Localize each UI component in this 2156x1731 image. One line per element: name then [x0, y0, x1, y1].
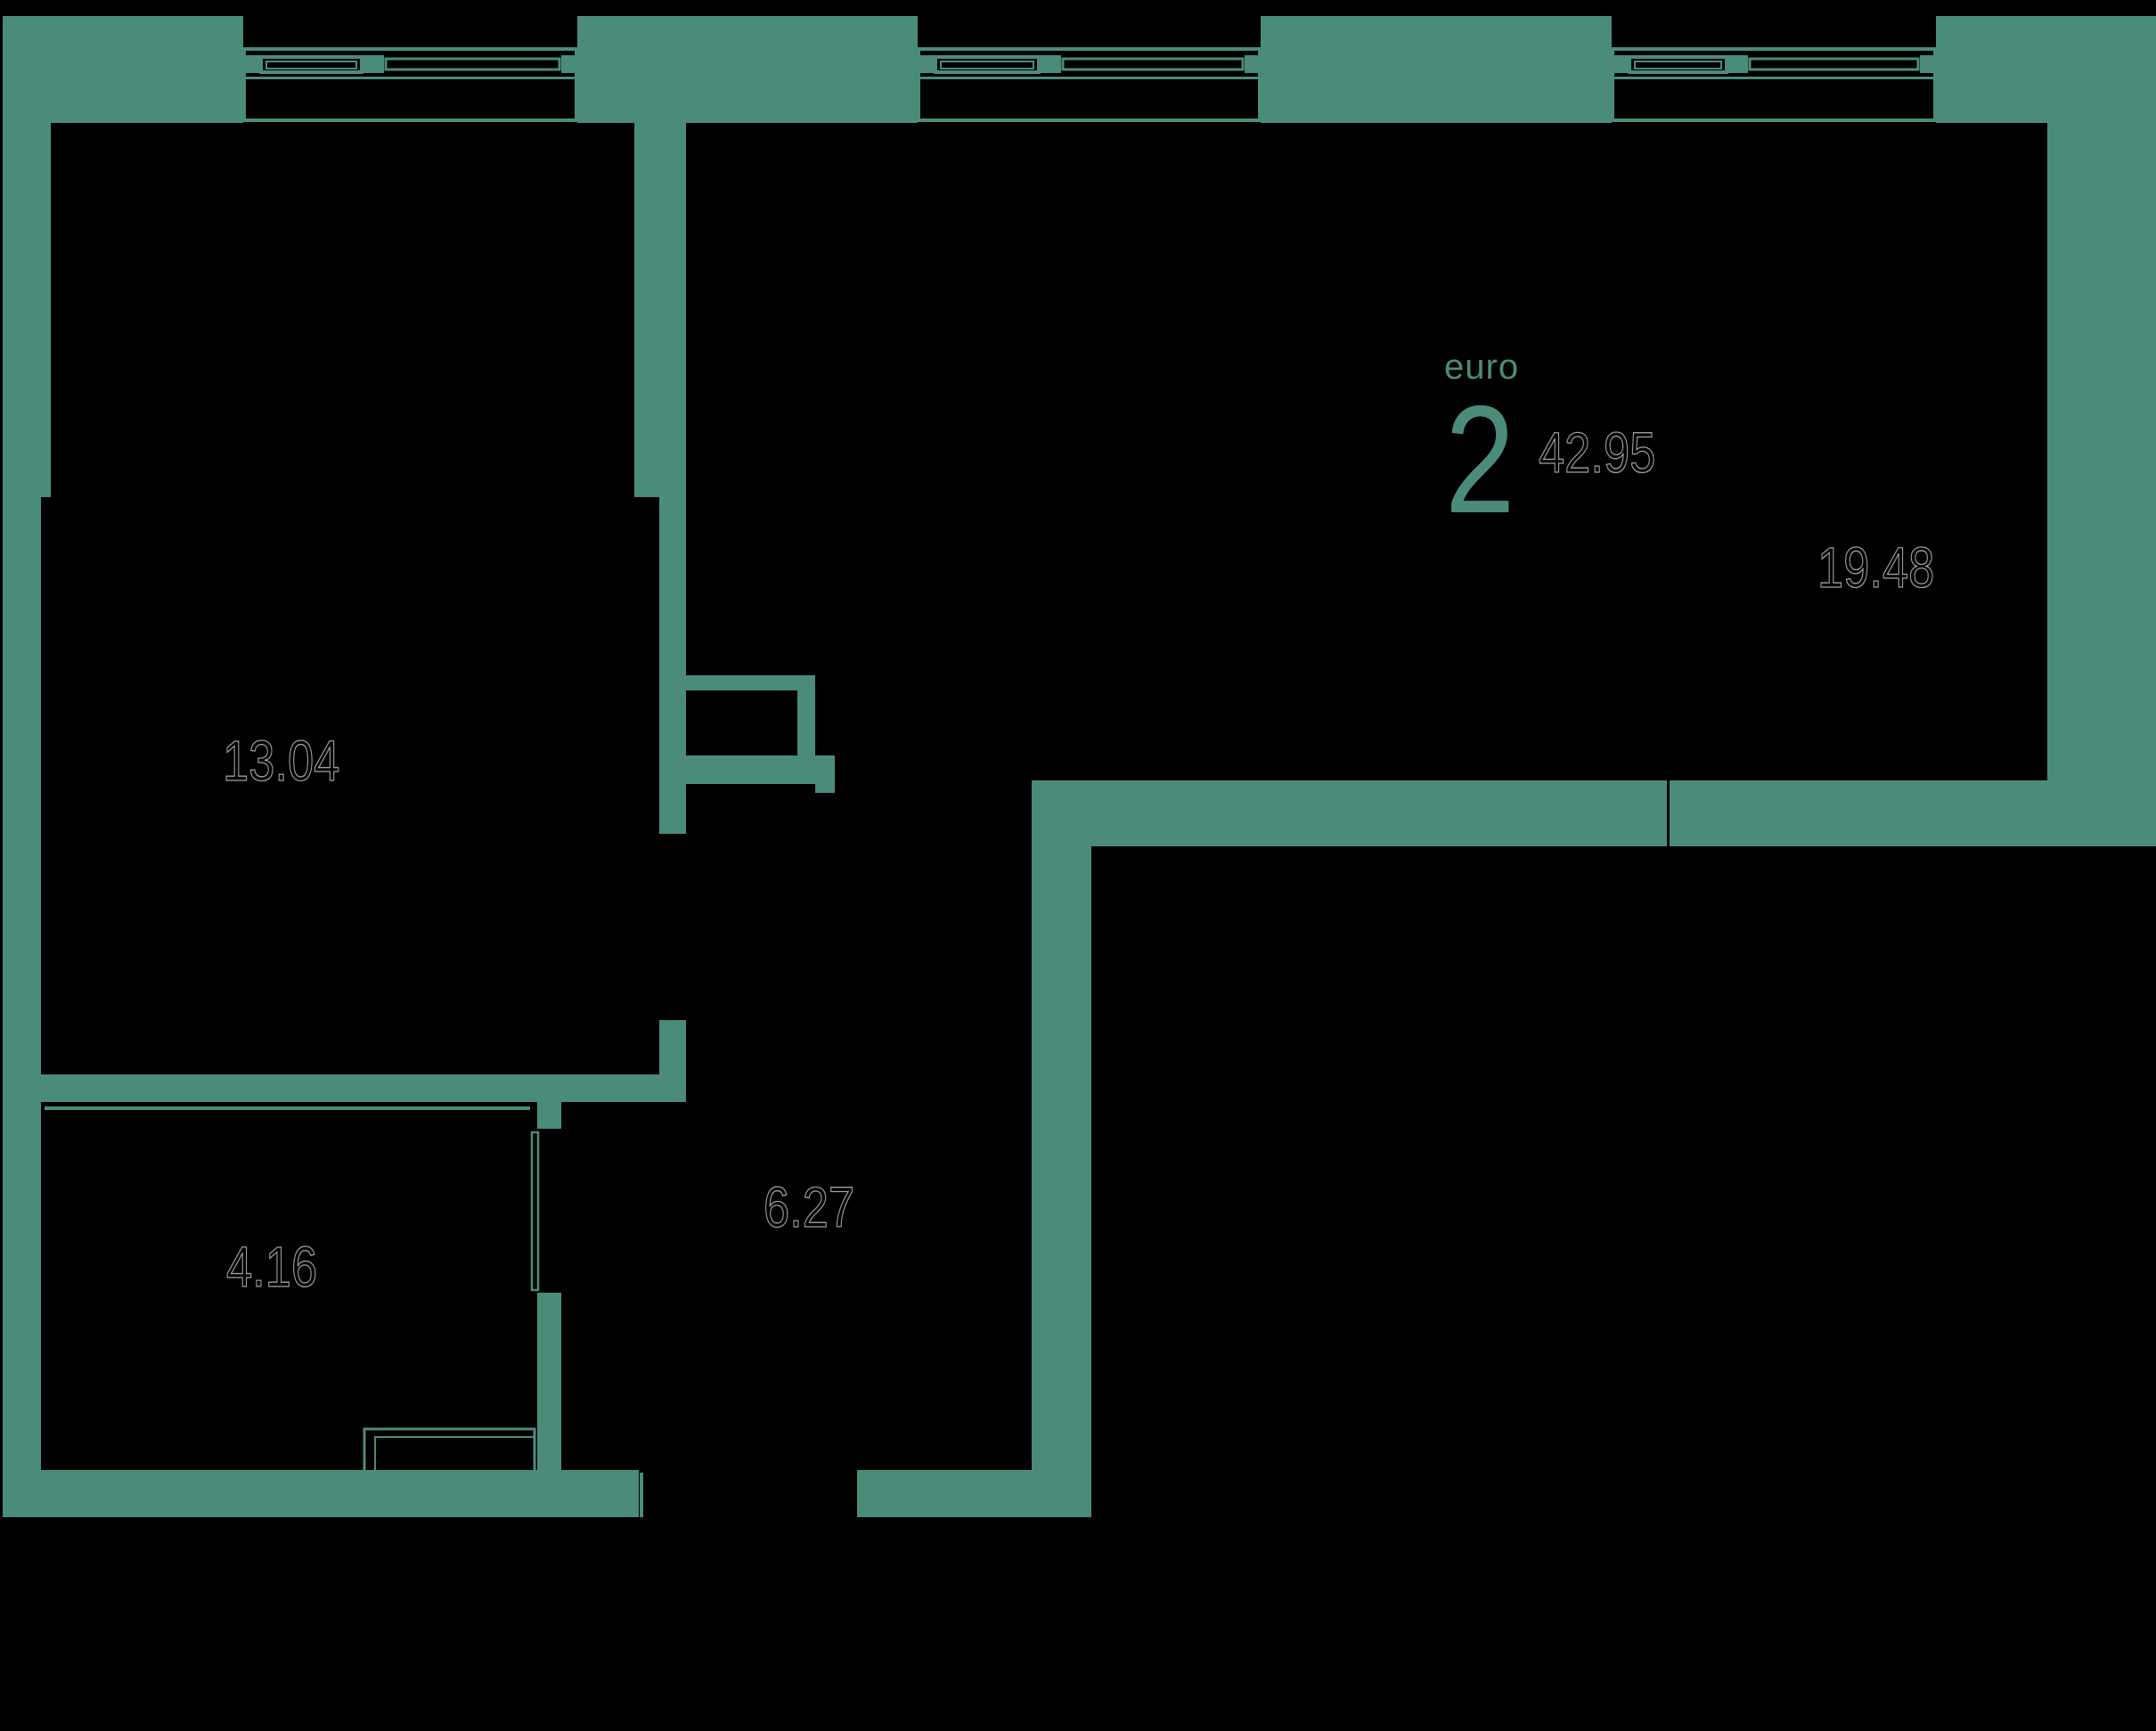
fixture-group	[363, 1427, 536, 1474]
room-area-hallway: 6.27	[763, 1175, 855, 1239]
shaft-group	[673, 675, 815, 755]
room-area-bedroom: 13.04	[222, 729, 340, 793]
room-area-bathroom: 4.16	[225, 1235, 318, 1299]
rooms-count-label: 2	[1445, 374, 1515, 545]
windows-group	[233, 47, 1936, 122]
room-area-living-kitchen: 19.48	[1817, 535, 1935, 600]
plan-type-label: euro	[1444, 347, 1520, 387]
total-area-label: 42.95	[1538, 421, 1656, 485]
doors-group	[530, 829, 686, 1292]
walls-group	[3, 16, 2156, 1517]
